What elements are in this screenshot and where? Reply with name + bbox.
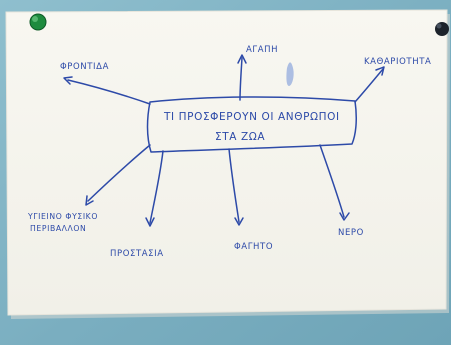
- branch-label-fagito: ΦΑΓΗΤΟ: [234, 242, 273, 252]
- dark-pushpin-icon: [435, 22, 449, 36]
- green-pushpin-icon: [29, 13, 47, 31]
- branch-arrowhead-agapi: [237, 54, 247, 64]
- branch-arrowhead-katharriotita: [375, 66, 385, 76]
- branch-line-fagito: [228, 148, 240, 223]
- branch-line-frontida: [67, 79, 151, 105]
- branch-line-prostasia: [149, 150, 164, 224]
- mind-map-lines: [63, 54, 385, 227]
- center-text-line2: ΣΤΑ ΖΩΑ: [215, 131, 265, 143]
- center-node-box: [146, 96, 357, 153]
- branch-label-katharriotita: ΚΑΘΑΡΙΟΤΗΤΑ: [364, 57, 431, 67]
- branch-label-perivallon-line1: ΥΓΙΕΙΝΟ ΦΥΣΙΚΟ: [27, 212, 98, 221]
- branch-label-prostasia: ΠΡΟΣΤΑΣΙΑ: [110, 249, 164, 259]
- branch-line-perivallon: [87, 144, 151, 202]
- ink-smudge: [286, 62, 294, 86]
- branch-arrowhead-perivallon: [85, 195, 94, 206]
- branch-arrowhead-fagito: [234, 217, 244, 226]
- center-text-line1: ΤΙ ΠΡΟΣΦΕΡΟΥΝ ΟΙ ΑΝΘΡΩΠΟΙ: [163, 111, 340, 123]
- branch-label-nero: ΝΕΡΟ: [338, 228, 364, 238]
- branch-label-agapi: ΑΓΑΠΗ: [246, 45, 278, 55]
- branch-arrowhead-nero: [339, 212, 350, 221]
- branch-label-frontida: ΦΡΟΝΤΙΔΑ: [60, 62, 109, 72]
- branch-label-perivallon-line2: ΠΕΡΙΒΑΛΛΟΝ: [30, 224, 86, 233]
- branch-line-agapi: [239, 57, 243, 101]
- paper-sheet: [5, 9, 448, 316]
- branch-arrowhead-prostasia: [145, 217, 155, 227]
- branch-line-nero: [319, 144, 345, 218]
- branch-line-katharriotita: [354, 68, 384, 103]
- branch-arrowhead-frontida: [63, 76, 73, 85]
